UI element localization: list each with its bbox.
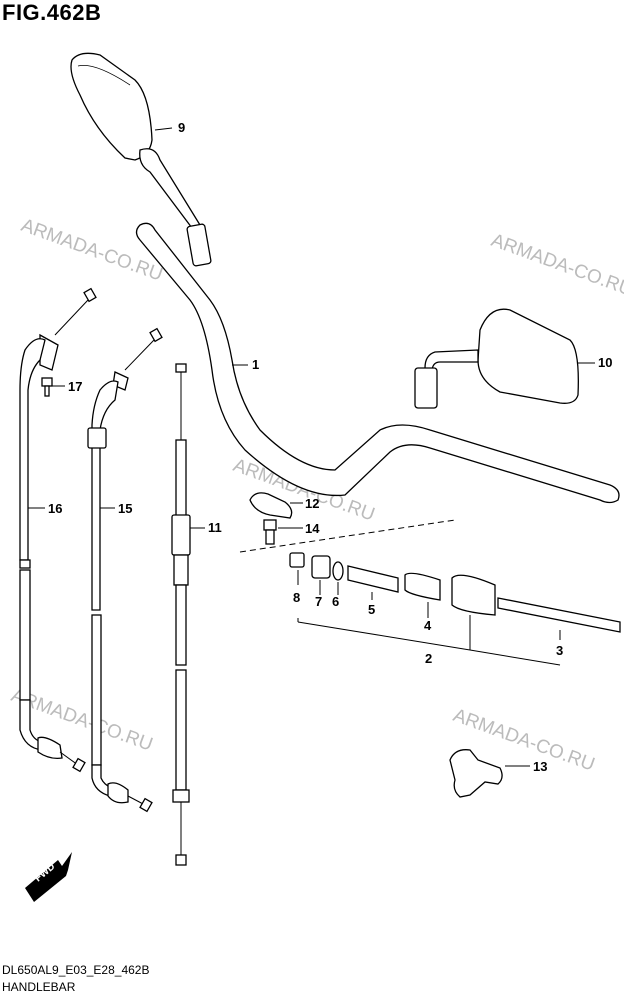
left-mirror xyxy=(70,52,212,267)
right-mirror xyxy=(414,308,595,409)
callout-11: 11 xyxy=(208,520,222,535)
figure-code: DL650AL9_E03_E28_462B xyxy=(2,963,150,977)
callout-2: 2 xyxy=(425,651,432,666)
part-2-end xyxy=(451,574,496,616)
handlebar-bar xyxy=(135,222,620,504)
part-7-collar xyxy=(311,555,331,579)
watermark-2: ARMADA-CO.RU xyxy=(488,230,624,301)
callout-13: 13 xyxy=(533,759,547,774)
callout-14: 14 xyxy=(305,521,320,536)
throttle-cable-15 xyxy=(87,327,163,813)
callout-10: 10 xyxy=(598,355,612,370)
cable-clamp-12 xyxy=(249,492,303,519)
callout-16: 16 xyxy=(48,501,62,516)
callout-4: 4 xyxy=(424,618,432,633)
callout-3: 3 xyxy=(556,643,563,658)
callout-1: 1 xyxy=(252,357,259,372)
fwd-arrow: FWD xyxy=(25,852,72,902)
figure-name: HANDLEBAR xyxy=(2,980,76,994)
part-4-weight xyxy=(404,572,441,601)
part-3-bolt xyxy=(497,597,621,633)
throttle-cable-16 xyxy=(19,287,97,773)
figure-title: FIG.462B xyxy=(2,0,102,25)
callout-7: 7 xyxy=(315,594,322,609)
callout-6: 6 xyxy=(332,594,339,609)
callout-15: 15 xyxy=(118,501,132,516)
bracket-13 xyxy=(449,749,530,798)
screw-17 xyxy=(41,377,65,397)
part-6-washer xyxy=(332,561,344,581)
part-8-nut xyxy=(289,552,305,568)
balancer-assembly xyxy=(289,552,621,666)
callout-5: 5 xyxy=(368,602,375,617)
bolt-14 xyxy=(263,519,303,545)
callout-12: 12 xyxy=(305,496,319,511)
callout-17: 17 xyxy=(68,379,82,394)
callout-9: 9 xyxy=(178,120,185,135)
part-5-sleeve xyxy=(347,565,399,593)
clutch-cable-11 xyxy=(171,363,205,866)
callout-8: 8 xyxy=(293,590,300,605)
